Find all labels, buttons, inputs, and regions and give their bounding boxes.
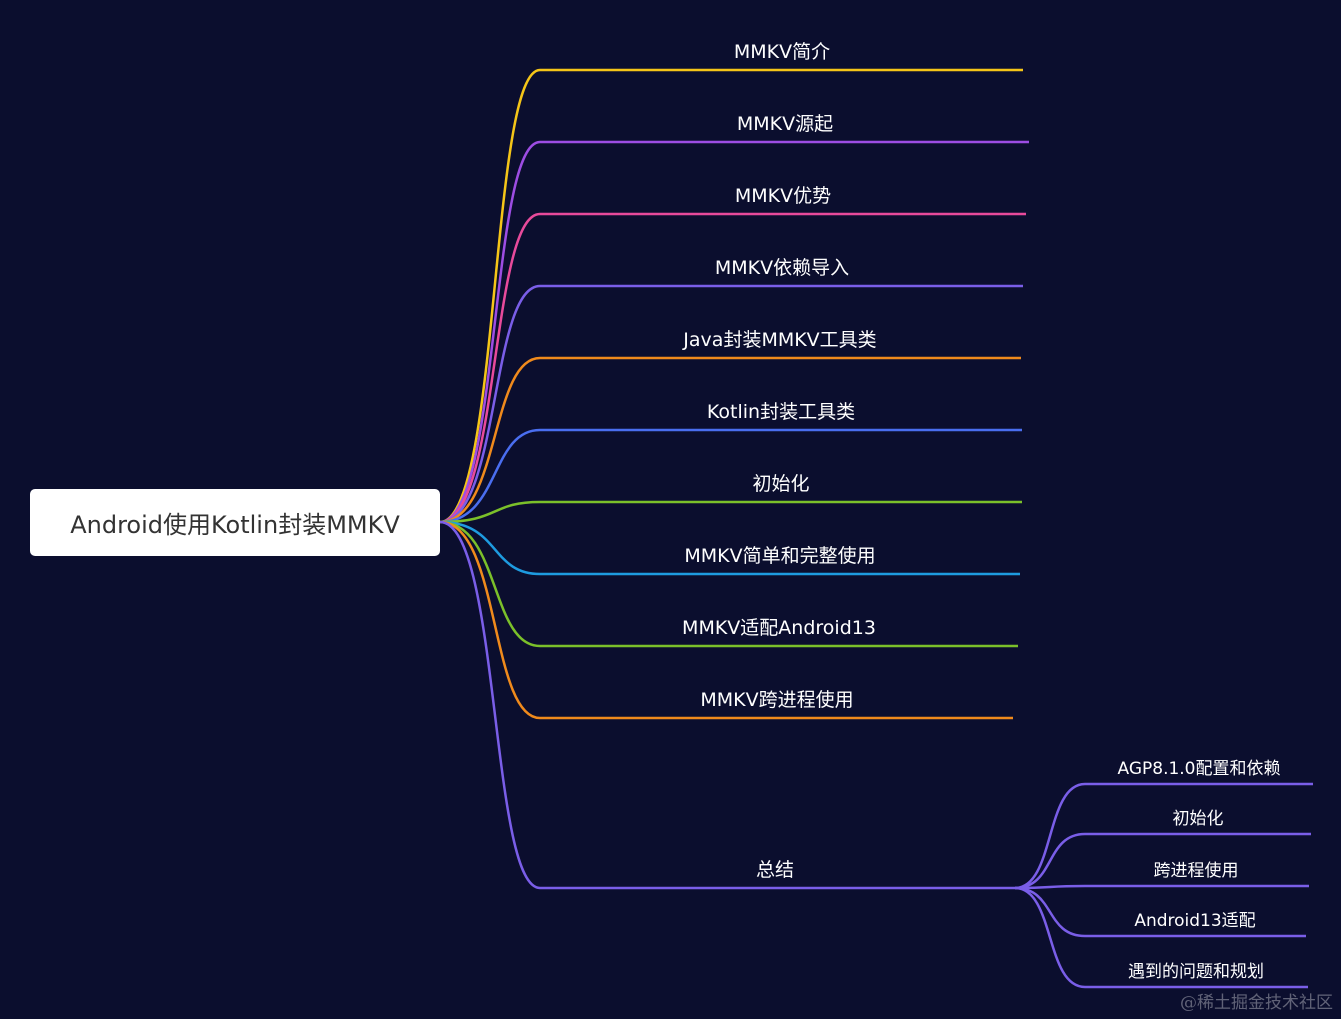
root-node[interactable]: Android使用Kotlin封装MMKV: [30, 489, 440, 556]
branch-node[interactable]: MMKV依赖导入: [714, 257, 850, 279]
branch-connector: [439, 520, 1013, 720]
sub-branch-connector: [1014, 886, 1308, 989]
sub-branch-connector: [1014, 832, 1311, 890]
branch-node[interactable]: Kotlin封装工具类: [706, 401, 856, 423]
branch-connector: [439, 520, 1018, 648]
sub-branch-connector: [1014, 886, 1306, 938]
watermark: @稀土掘金技术社区: [1180, 993, 1333, 1013]
branch-connector: [439, 428, 1022, 524]
branch-connector: [439, 68, 1023, 524]
sub-branch-connector: [1014, 782, 1313, 890]
branch-connector: [439, 140, 1029, 524]
branch-connector: [439, 520, 1020, 576]
branch-node[interactable]: MMKV跨进程使用: [700, 689, 854, 711]
branch-connector: [439, 356, 1021, 524]
branch-node[interactable]: MMKV优势: [734, 185, 832, 207]
branch-connector: [439, 212, 1026, 524]
branch-node[interactable]: MMKV简介: [733, 41, 831, 63]
branch-node[interactable]: MMKV源起: [736, 113, 834, 135]
sub-branch-node[interactable]: AGP8.1.0配置和依赖: [1117, 759, 1281, 779]
branch-connector: [439, 500, 1022, 524]
sub-branch-node[interactable]: 遇到的问题和规划: [1128, 962, 1264, 982]
branch-connector: [439, 284, 1023, 524]
branch-connector: [439, 520, 1015, 890]
branch-node[interactable]: 初始化: [752, 473, 810, 495]
sub-branch-connector: [1014, 884, 1309, 890]
sub-branch-node[interactable]: 初始化: [1172, 809, 1224, 829]
branch-node[interactable]: Java封装MMKV工具类: [683, 329, 877, 351]
sub-branch-node[interactable]: Android13适配: [1134, 911, 1256, 931]
sub-branch-node[interactable]: 跨进程使用: [1153, 861, 1239, 881]
branch-node[interactable]: MMKV简单和完整使用: [684, 545, 876, 567]
branch-node[interactable]: MMKV适配Android13: [682, 617, 876, 639]
branch-node[interactable]: 总结: [755, 859, 795, 881]
root-label: Android使用Kotlin封装MMKV: [70, 511, 400, 539]
